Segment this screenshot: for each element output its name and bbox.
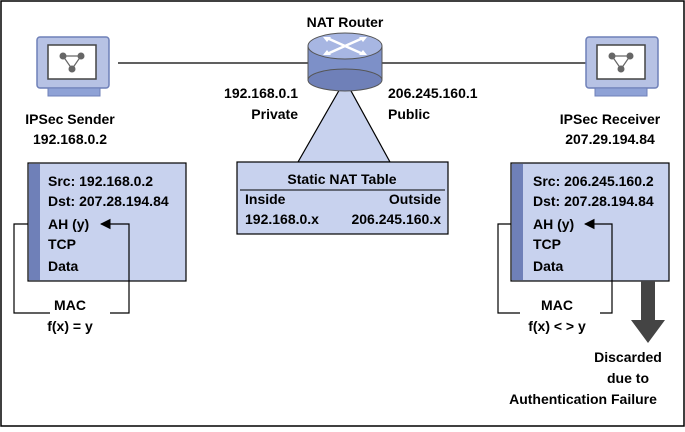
receiver-packet-dst: Dst: 207.28.194.84: [533, 193, 654, 209]
nat-row-outside: 206.245.160.x: [351, 211, 441, 227]
sender-packet-ah: AH (y): [48, 216, 89, 232]
discard-text-line1: Discarded: [594, 349, 662, 365]
sender-ip: 192.168.0.2: [33, 131, 107, 147]
sender-packet-tcp: TCP: [48, 236, 76, 252]
sender-computer-icon: [36, 36, 110, 97]
discard-text-line2: due to: [607, 370, 649, 386]
receiver-packet: Src: 206.245.160.2 Dst: 207.28.194.84 AH…: [510, 162, 670, 282]
receiver-mac-label: MAC: [541, 297, 573, 313]
receiver-title: IPSec Receiver: [560, 111, 661, 127]
nat-table: Static NAT Table Inside Outside 192.168.…: [236, 161, 449, 235]
sender-mac-label: MAC: [54, 297, 86, 313]
receiver-packet-tcp: TCP: [533, 236, 561, 252]
router-title: NAT Router: [307, 14, 384, 30]
receiver-packet-ah: AH (y): [533, 216, 574, 232]
receiver-ip: 207.29.194.84: [565, 131, 655, 147]
receiver-packet-src: Src: 206.245.160.2: [533, 173, 654, 189]
discard-text-line3: Authentication Failure: [509, 391, 657, 407]
receiver-mac-label-bg: [520, 294, 600, 334]
nat-row-inside: 192.168.0.x: [245, 211, 319, 227]
router-public-ip: 206.245.160.1: [388, 85, 478, 101]
receiver-computer-icon: [585, 36, 659, 97]
sender-packet-dst: Dst: 207.28.194.84: [48, 193, 169, 209]
nat-col-inside: Inside: [245, 191, 286, 207]
router-private-ip: 192.168.0.1: [224, 85, 298, 101]
sender-mac-label-bg: [50, 294, 110, 334]
receiver-packet-data: Data: [533, 258, 564, 274]
router-public-label: Public: [388, 106, 430, 122]
receiver-mac-func: f(x) < > y: [528, 318, 586, 334]
nat-table-title: Static NAT Table: [287, 171, 396, 187]
sender-packet-data: Data: [48, 258, 79, 274]
discard-arrow-icon: [631, 281, 665, 343]
router-private-label: Private: [251, 106, 298, 122]
nat-col-outside: Outside: [389, 191, 441, 207]
sender-mac-func: f(x) = y: [47, 318, 93, 334]
sender-title: IPSec Sender: [25, 111, 115, 127]
sender-packet-src: Src: 192.168.0.2: [48, 173, 153, 189]
sender-packet: Src: 192.168.0.2 Dst: 207.28.194.84 AH (…: [27, 162, 187, 282]
router-icon: [307, 32, 383, 92]
